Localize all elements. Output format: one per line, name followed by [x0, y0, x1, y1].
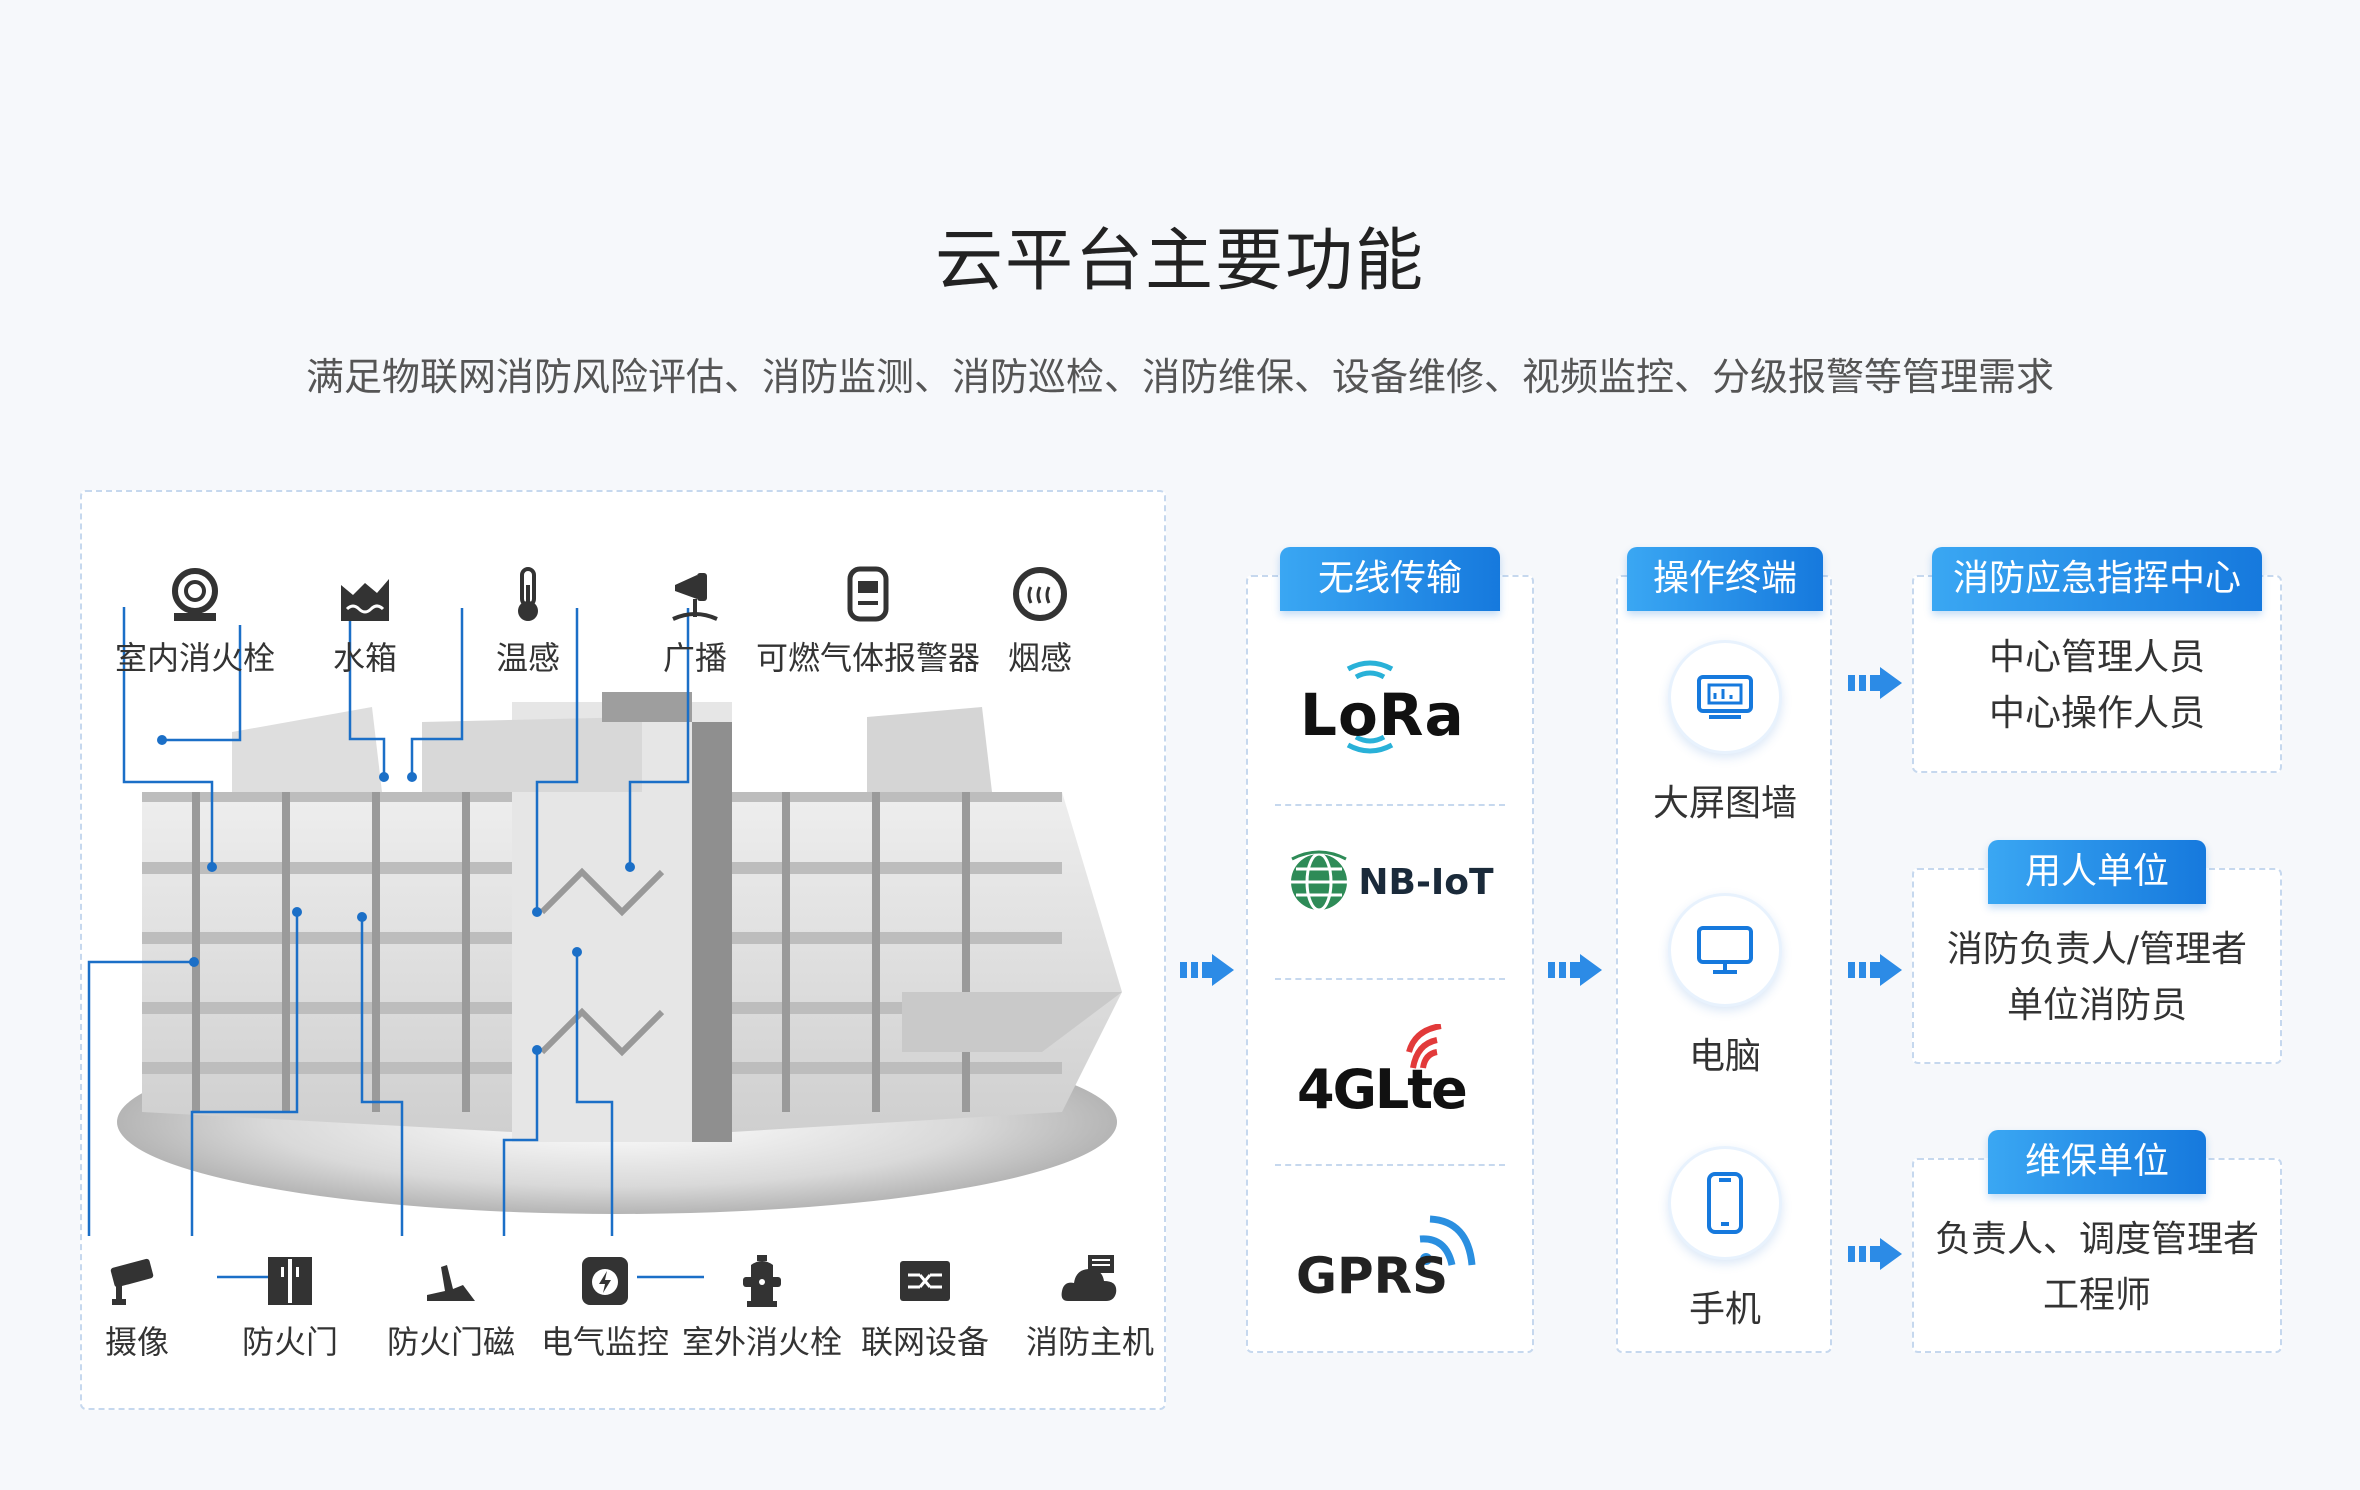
- destination-text: 中心管理人员 中心操作人员: [1988, 637, 2205, 734]
- destination-tab-command: 消防应急指挥中心: [1932, 547, 2262, 611]
- page-subtitle: 满足物联网消防风险评估、消防监测、消防巡检、消防维保、设备维修、视频监控、分级报…: [305, 355, 2054, 399]
- destination-text: 负责人、调度管理者 工程师: [1934, 1219, 2259, 1316]
- video-wall-icon: [1697, 675, 1753, 719]
- tech-gprs: GPRS: [1247, 1170, 1533, 1344]
- signal-arcs-icon: [1406, 1024, 1442, 1069]
- nbiot-label: NB-IoT: [1358, 861, 1494, 903]
- fire-door-icon: [268, 1257, 312, 1305]
- sensor-electric-monitor: 电气监控: [535, 1255, 675, 1363]
- terminal-video-wall: 大屏图墙: [1620, 640, 1830, 826]
- sensor-camera: 摄像: [92, 1255, 182, 1363]
- sensor-fire-door: 防火门: [230, 1255, 350, 1363]
- loudspeaker-icon: [672, 573, 718, 621]
- signal-arcs-icon: [1419, 1215, 1476, 1266]
- wireless-tab: 无线传输: [1280, 547, 1500, 611]
- destination-text: 消防负责人/管理者 单位消防员: [1946, 929, 2248, 1026]
- tech-lora: LoRa: [1247, 620, 1533, 794]
- terminal-tab: 操作终端: [1627, 547, 1823, 611]
- sensor-fire-host: 消防主机: [1015, 1255, 1165, 1363]
- door-magnet-icon: [427, 1265, 475, 1301]
- divider: [1275, 804, 1505, 806]
- flow-arrow-icon: [1848, 954, 1902, 986]
- fire-hose-reel-icon: [172, 568, 218, 621]
- flow-arrow-icon: [1548, 954, 1602, 986]
- terminal-phone: 手机: [1620, 1146, 1830, 1332]
- divider: [1275, 978, 1505, 980]
- monitor-icon: [1697, 926, 1753, 974]
- sensor-fire-hydrant: 室外消火栓: [677, 1255, 847, 1363]
- globe-icon: [1291, 850, 1348, 912]
- wifi-waves-icon: [1346, 660, 1394, 754]
- sensor-broadcast: 广播: [645, 565, 745, 679]
- flow-arrow-icon: [1848, 1238, 1902, 1270]
- sensor-temperature: 温感: [478, 565, 578, 679]
- terminal-computer: 电脑: [1620, 893, 1830, 1079]
- divider: [1275, 1164, 1505, 1166]
- destination-tab-employer: 用人单位: [1988, 840, 2206, 904]
- sensor-indoor-hydrant: 室内消火栓: [110, 565, 280, 679]
- page-title: 云平台主要功能: [934, 222, 1425, 301]
- sensor-network-device: 联网设备: [850, 1255, 1000, 1363]
- gas-detector-icon: [847, 566, 889, 622]
- network-device-icon: [900, 1261, 950, 1301]
- fire-host-icon: [1061, 1255, 1117, 1301]
- wireless-panel: [1246, 575, 1534, 1353]
- smoke-detector-icon: [1013, 567, 1067, 621]
- water-tank-icon: [341, 579, 389, 621]
- building-illustration: [87, 607, 1122, 1279]
- fire-hydrant-icon: [743, 1255, 781, 1307]
- lora-label: LoRa: [1300, 681, 1465, 749]
- thermometer-icon: [518, 567, 538, 621]
- sensor-door-magnet: 防火门磁: [376, 1255, 526, 1363]
- smartphone-icon: [1707, 1172, 1743, 1234]
- tech-nbiot: NB-IoT: [1247, 795, 1533, 969]
- camera-icon: [110, 1258, 154, 1305]
- tech-4glte: 4GLte: [1247, 985, 1533, 1159]
- sensor-gas-detector: 可燃气体报警器: [748, 565, 988, 679]
- flow-arrow-icon: [1180, 954, 1234, 986]
- destination-tab-maintenance: 维保单位: [1988, 1130, 2206, 1194]
- sensor-smoke-detector: 烟感: [985, 565, 1095, 679]
- flow-arrow-icon: [1848, 667, 1902, 699]
- gprs-label: GPRS: [1296, 1247, 1449, 1305]
- 4glte-label: 4GLte: [1297, 1058, 1468, 1121]
- sensor-water-tank: 水箱: [310, 565, 420, 679]
- electric-monitor-icon: [582, 1257, 628, 1305]
